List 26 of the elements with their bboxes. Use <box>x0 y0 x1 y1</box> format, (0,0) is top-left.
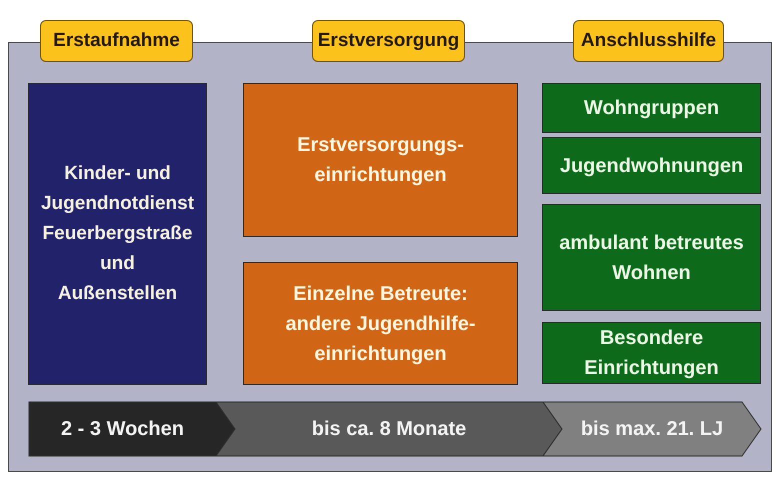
timeline-phase-segment <box>543 402 761 456</box>
duration-label: 2 - 3 Wochen <box>61 417 184 442</box>
duration-label: bis ca. 8 Monate <box>312 417 466 442</box>
category-panel <box>542 83 761 133</box>
header-tab <box>312 20 465 62</box>
category-label: Besondere Einrichtungen <box>583 326 720 381</box>
heading-text: Erstversorgung <box>318 29 460 53</box>
category-panel <box>542 137 761 194</box>
category-label: Erstversorgungs- einrichtungen <box>296 133 465 188</box>
category-panel <box>542 204 761 311</box>
category-label: ambulant betreutes Wohnen <box>558 230 745 286</box>
timeline-phase-segment <box>29 402 235 456</box>
duration-label: bis max. 21. LJ <box>580 417 724 442</box>
timeline-phase-segment <box>216 402 562 456</box>
heading-text: Anschlusshilfe <box>580 29 716 53</box>
category-label: Jugendwohnungen <box>560 154 744 178</box>
category-label: Kinder- und Jugendnotdienst Feuerbergstraße und Außenstellen <box>40 162 196 306</box>
header-tab <box>40 20 193 62</box>
category-panel <box>542 322 761 384</box>
category-panel <box>243 262 518 385</box>
header-tab <box>573 20 724 62</box>
category-label: Wohngruppen <box>584 96 720 121</box>
category-panel <box>243 83 518 237</box>
heading-text: Erstaufnahme <box>53 29 180 53</box>
category-panel <box>28 83 207 385</box>
category-label: Einzelne Betreute: andere Jugendhilfe- einrichtungen <box>284 282 477 366</box>
